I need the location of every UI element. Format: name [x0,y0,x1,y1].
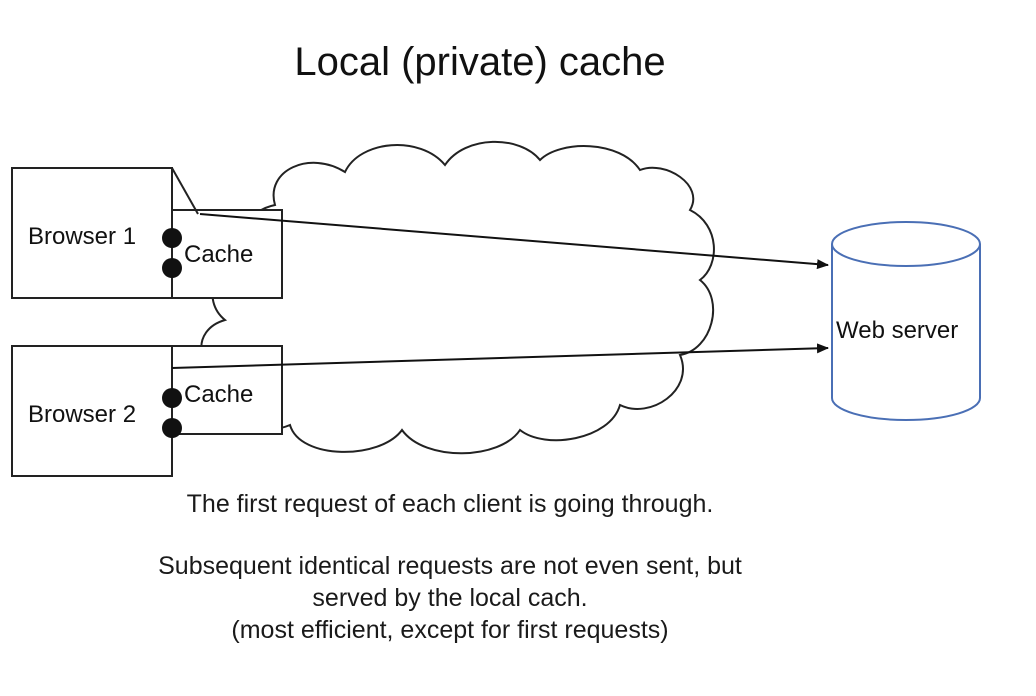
browser-2-label: Browser 2 [28,401,136,428]
web-server-label: Web server [836,317,958,344]
web-server-cylinder [831,221,981,421]
request-arrow-1 [199,213,829,270]
browser-1-label: Browser 1 [28,223,136,250]
cache-1-label: Cache [184,241,253,268]
browser-1-box [11,167,173,299]
connector-dot [162,228,182,248]
cache-1-box [171,209,283,299]
connector-dot [162,388,182,408]
cache-2-box [171,345,283,435]
request-arrow-2 [171,343,829,369]
connector-dot [162,418,182,438]
caption-line-2: Subsequent identical requests are not ev… [158,552,742,580]
connector-dot [162,258,182,278]
browser-2-box [11,345,173,477]
browser-1-slant [171,167,199,215]
caption-line-3: served by the local cach. [312,584,588,612]
diagram-title: Local (private) cache [294,40,666,84]
cache-2-label: Cache [184,381,253,408]
caption-line-1: The first request of each client is goin… [186,490,714,518]
caption-line-4: (most efficient, except for first reques… [231,616,669,644]
